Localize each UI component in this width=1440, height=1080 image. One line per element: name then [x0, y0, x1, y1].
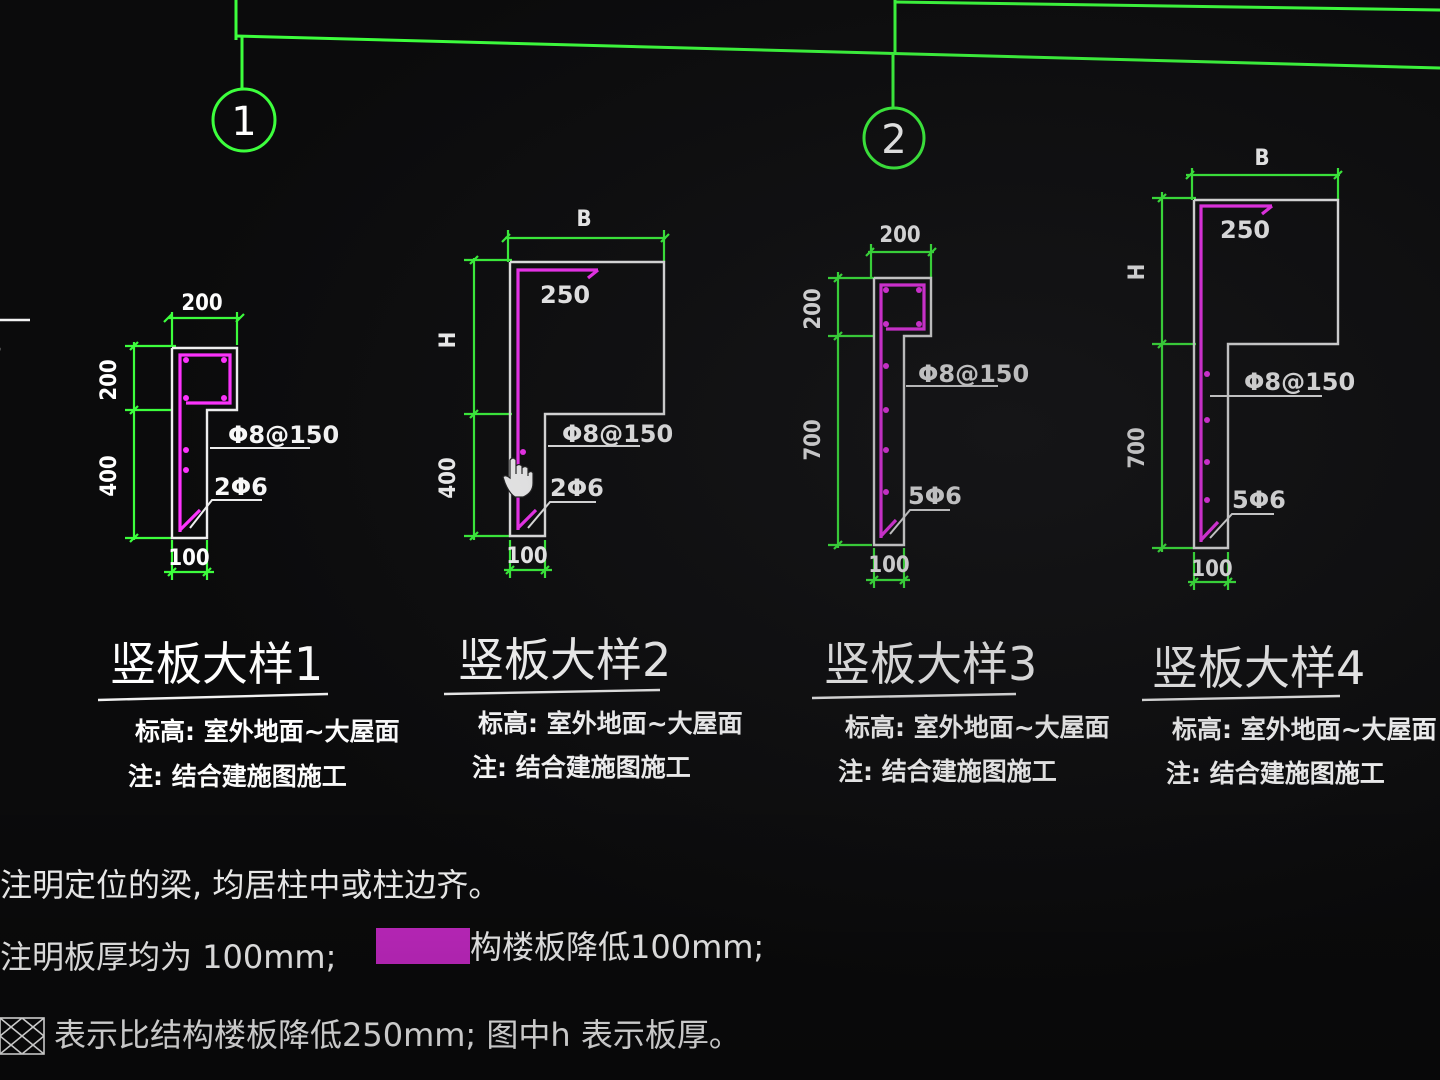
detail-3[interactable]: 200 200 700 Φ8@150 5Φ6 100 竖板大样3 标高: 室外地…	[801, 223, 1110, 786]
dim-lower: 700	[1125, 427, 1150, 468]
detail-1[interactable]: 200 200 400 Φ8@150 2Φ6 100 竖板大样1 标高:	[97, 291, 400, 791]
note-line-1: 注明定位的梁, 均居柱中或柱边齐。	[0, 866, 500, 904]
detail-4[interactable]: B H 700 250 Φ8@150 5Φ6 100 竖板大样4 标高: 室外地…	[1125, 146, 1437, 788]
detail-elevation: 标高: 室外地面~大屋面	[1172, 715, 1437, 744]
detail-note: 注: 结合建施图施工	[472, 753, 691, 782]
dim-lower: 400	[436, 457, 461, 498]
highlight-selection	[376, 928, 470, 964]
detail-2[interactable]: B H 400 250 Φ8@150 2Φ6 100 竖板大样2 标高: 室外地…	[436, 207, 743, 782]
dim-height: 400	[97, 455, 122, 496]
axis-label-1: 1	[231, 99, 256, 145]
rebar-dist-label: 2Φ6	[550, 474, 604, 502]
flange-dim: 250	[540, 281, 590, 309]
svg-text:0: 0	[0, 342, 6, 356]
dim-bottom: 100	[868, 553, 909, 578]
detail-elevation: 标高: 室外地面~大屋面	[845, 713, 1110, 742]
dim-height: H	[1125, 264, 1150, 281]
detail-note: 注: 结合建施图施工	[1166, 759, 1385, 788]
rebar-main-label: Φ8@150	[918, 360, 1029, 388]
dim-bottom: 100	[168, 546, 209, 571]
axis-bubble-2: 2	[862, 106, 926, 170]
hatch-symbol-icon	[0, 1017, 45, 1055]
detail-title: 竖板大样2	[458, 633, 671, 687]
general-notes: 注明定位的梁, 均居柱中或柱边齐。 注明板厚均为 100mm; 构楼板降低100…	[0, 866, 764, 1055]
note-line-2-cont: 构楼板降低100mm;	[470, 928, 764, 966]
rebar-main-label: Φ8@150	[1244, 368, 1355, 396]
dim-bottom: 100	[1191, 557, 1232, 582]
axis-bubble-1: 1	[211, 87, 277, 153]
axis-label-2: 2	[881, 117, 906, 163]
dim-top: 200	[97, 359, 122, 400]
dim-width: 200	[181, 291, 222, 316]
dim-height: 700	[801, 419, 826, 460]
dim-width: B	[1254, 146, 1269, 171]
grid-lines	[234, 0, 1440, 108]
detail-title: 竖板大样1	[110, 637, 323, 691]
rebar-dist-label: 2Φ6	[214, 473, 268, 501]
rebar-dist-label: 5Φ6	[1232, 486, 1286, 514]
detail-note: 注: 结合建施图施工	[838, 757, 1057, 786]
dim-height: H	[436, 332, 461, 349]
note-line-2: 注明板厚均为 100mm;	[0, 938, 336, 976]
detail-title: 竖板大样3	[824, 637, 1037, 691]
detail-title: 竖板大样4	[1152, 641, 1365, 695]
rebar-main-label: Φ8@150	[228, 421, 339, 449]
note-line-3: 表示比结构楼板降低250mm; 图中h 表示板厚。	[54, 1016, 741, 1054]
detail-elevation: 标高: 室外地面~大屋面	[478, 709, 743, 738]
rebar-dist-label: 5Φ6	[908, 482, 962, 510]
dim-bottom: 100	[506, 544, 547, 569]
detail-note: 注: 结合建施图施工	[128, 762, 347, 791]
dim-width: 200	[879, 223, 920, 248]
dim-width: B	[576, 207, 591, 232]
hand-cursor-icon	[502, 457, 534, 498]
left-edge-fragment: 0	[0, 318, 30, 356]
dim-top: 200	[801, 288, 826, 329]
flange-dim: 250	[1220, 216, 1270, 244]
detail-elevation: 标高: 室外地面~大屋面	[135, 717, 400, 746]
rebar-main-label: Φ8@150	[562, 420, 673, 448]
